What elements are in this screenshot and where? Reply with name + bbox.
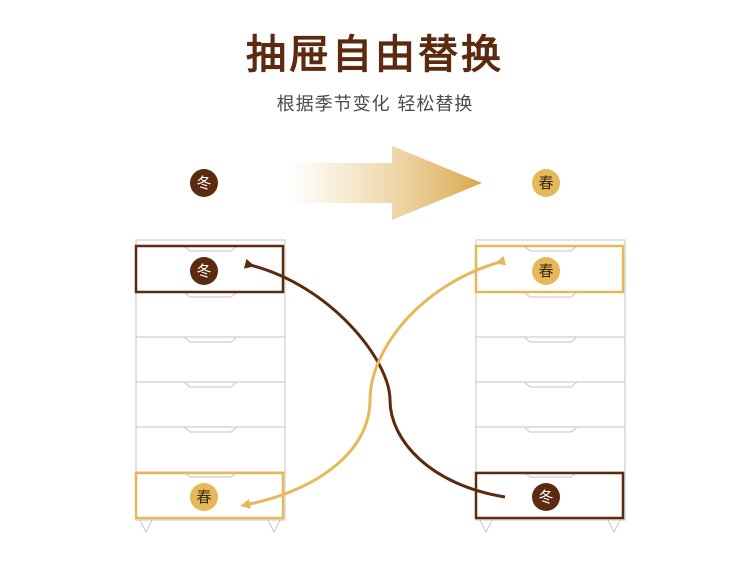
winter-drawer-badge: 冬 [190,257,218,285]
spring-drawer-badge: 春 [532,257,560,285]
winter-drawer-badge: 冬 [532,483,560,511]
page-title: 抽屉自由替换 [246,32,504,78]
winter-badge: 冬 [190,169,218,197]
page-subtitle: 根据季节变化 轻松替换 [276,94,474,115]
curved-arrow-icon [243,258,506,499]
spring-drawer-badge: 春 [190,483,218,511]
curved-arrow-icon [240,255,507,509]
spring-badge: 春 [532,169,560,197]
swap-arrow-icon [290,146,482,220]
